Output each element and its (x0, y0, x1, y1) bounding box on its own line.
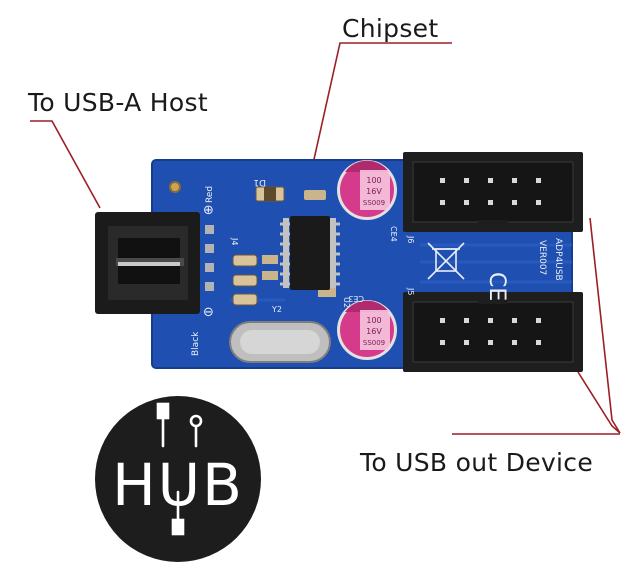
silk-j5: J5 (406, 287, 415, 295)
capacitor-top-value: 100 (366, 176, 381, 185)
silk-j4: J4 (230, 237, 239, 245)
hub-logo-text: HUB (112, 451, 244, 519)
silk-u2: U2 (342, 297, 351, 308)
silk-j6: J6 (406, 235, 415, 243)
weee-bin-icon (427, 242, 465, 280)
silk-model: ADP4USB (553, 238, 563, 281)
device-leader-1 (589, 217, 621, 434)
header-connector-bottom (403, 292, 583, 372)
chipset-ic (280, 216, 340, 290)
capacitor-bottom-code: SS009 (363, 339, 385, 347)
silk-y2: Y2 (271, 305, 282, 314)
device-leader-2 (577, 371, 621, 434)
smd-components (232, 186, 336, 306)
capacitor-bottom-voltage: 16V (366, 327, 382, 336)
crystal-oscillator (229, 321, 331, 363)
silk-ce3: CE3 (348, 294, 364, 303)
capacitor-top: 100 16V SS009 (337, 160, 397, 220)
capacitor-bottom: 100 16V SS009 (337, 300, 397, 360)
silk-plus: ⊕ (203, 203, 214, 218)
silk-ce-mark: CE (484, 272, 509, 301)
silk-minus: ⊖ (203, 305, 214, 320)
header-connector-top (403, 152, 583, 232)
silk-version: VER007 (537, 240, 547, 275)
host-connector (95, 212, 214, 314)
silk-d1: D1 (253, 177, 266, 187)
silk-black: Black (191, 331, 201, 356)
capacitor-top-code: SS009 (363, 199, 385, 207)
hub-logo: HUB (95, 396, 261, 562)
usb-a-host-label: To USB-A Host (28, 88, 208, 117)
silk-ce4: CE4 (389, 226, 398, 242)
mounting-hole (169, 181, 181, 193)
host-leader (30, 120, 101, 209)
silk-red: Red (205, 186, 215, 203)
usb-out-device-label: To USB out Device (360, 448, 594, 477)
chipset-label: Chipset (342, 14, 439, 43)
capacitor-top-voltage: 16V (366, 187, 382, 196)
capacitor-bottom-value: 100 (366, 316, 381, 325)
